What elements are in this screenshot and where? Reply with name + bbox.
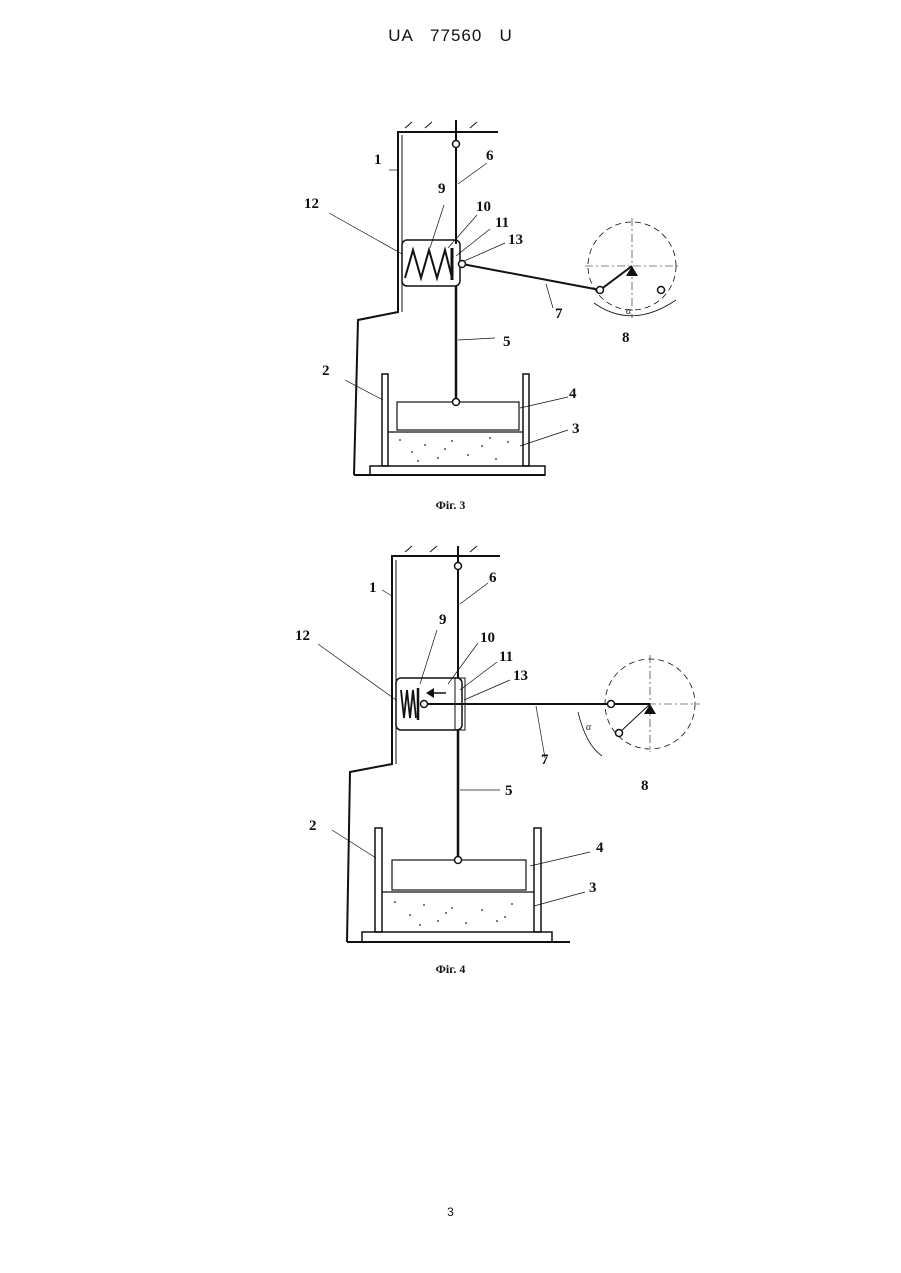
label-13: 13 bbox=[513, 668, 528, 684]
label-9: 9 bbox=[438, 181, 446, 197]
label-10: 10 bbox=[480, 630, 495, 646]
label-12: 12 bbox=[295, 628, 310, 644]
label-5: 5 bbox=[503, 334, 511, 350]
granular-fill-3 bbox=[394, 901, 513, 926]
label-3: 3 bbox=[589, 880, 597, 896]
label-8: 8 bbox=[641, 778, 649, 794]
label-12: 12 bbox=[304, 196, 319, 212]
angle-alpha: α bbox=[626, 306, 632, 317]
figure-4-caption: Фіг. 4 bbox=[0, 962, 901, 977]
label-2: 2 bbox=[322, 363, 330, 379]
label-4: 4 bbox=[569, 386, 577, 402]
arrow-head bbox=[426, 688, 434, 698]
piston-4 bbox=[392, 860, 526, 890]
base-plate bbox=[362, 932, 552, 942]
label-1: 1 bbox=[374, 152, 382, 168]
label-1: 1 bbox=[369, 580, 377, 596]
angle-alpha: α bbox=[586, 722, 592, 733]
label-9: 9 bbox=[439, 612, 447, 628]
label-11: 11 bbox=[499, 649, 513, 665]
spring-9 bbox=[401, 690, 416, 718]
label-6: 6 bbox=[486, 148, 494, 164]
label-4: 4 bbox=[596, 840, 604, 856]
label-7: 7 bbox=[555, 306, 563, 322]
frame-1 bbox=[347, 556, 500, 942]
label-6: 6 bbox=[489, 570, 497, 586]
spring-9 bbox=[405, 250, 452, 278]
label-2: 2 bbox=[309, 818, 317, 834]
label-7: 7 bbox=[541, 752, 549, 768]
label-13: 13 bbox=[508, 232, 523, 248]
link-rod-7 bbox=[462, 264, 600, 290]
figure-4-drawing: 1 12 9 10 11 13 6 7 8 5 2 4 3 α bbox=[0, 420, 901, 980]
label-10: 10 bbox=[476, 199, 491, 215]
crank bbox=[600, 266, 632, 290]
label-5: 5 bbox=[505, 783, 513, 799]
page-number: 3 bbox=[0, 1205, 901, 1219]
container-2-right-wall bbox=[534, 828, 541, 932]
container-2-left-wall bbox=[375, 828, 382, 932]
label-8: 8 bbox=[622, 330, 630, 346]
label-11: 11 bbox=[495, 215, 509, 231]
